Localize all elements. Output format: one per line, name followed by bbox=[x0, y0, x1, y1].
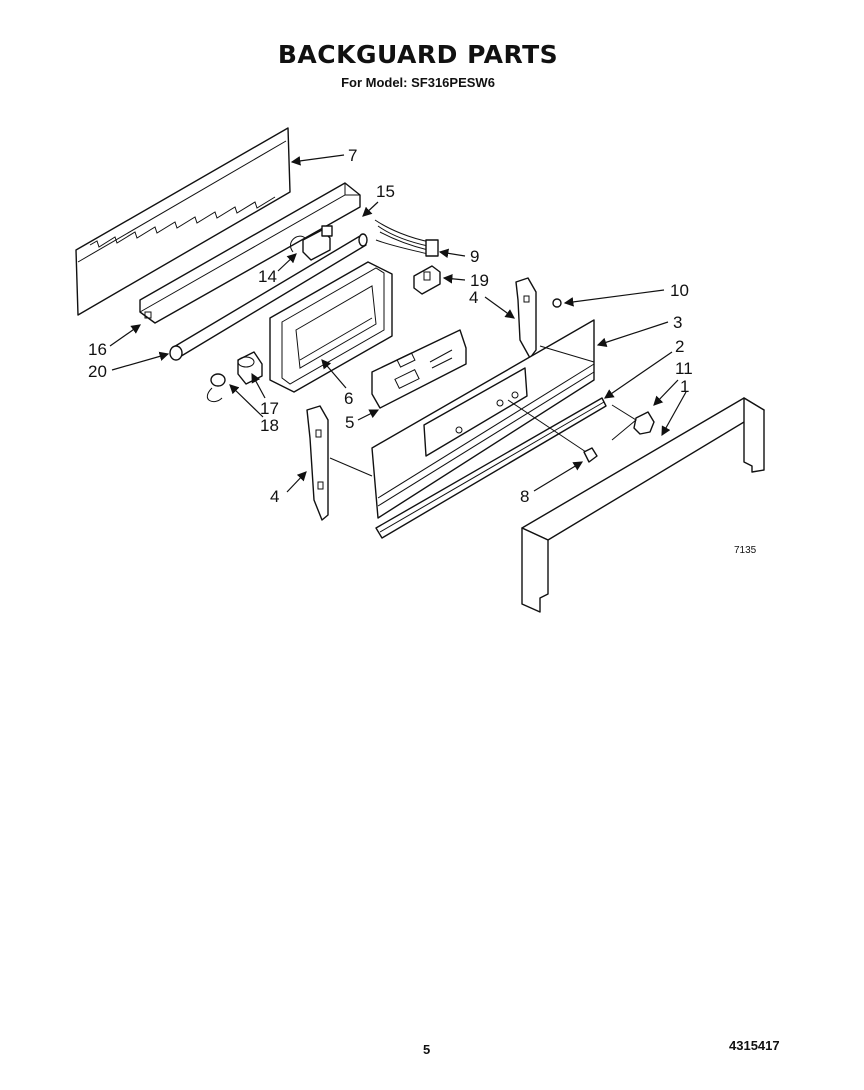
callout-20: 20 bbox=[88, 362, 107, 381]
diagram-code: 7135 bbox=[734, 545, 757, 556]
part-7-rear-panel bbox=[75, 127, 291, 316]
part-3-control-panel bbox=[329, 319, 595, 519]
part-20-tube bbox=[169, 233, 368, 361]
part-18-ring bbox=[206, 373, 226, 403]
part-2-trim-strip bbox=[375, 397, 607, 539]
callout-19: 19 bbox=[470, 271, 489, 290]
page-number: 5 bbox=[423, 1042, 431, 1057]
callout-14: 14 bbox=[258, 267, 277, 286]
callout-18: 18 bbox=[260, 416, 279, 435]
callout-10: 10 bbox=[670, 281, 689, 300]
callout-11: 11 bbox=[675, 359, 693, 378]
callout-8: 8 bbox=[520, 487, 529, 506]
callout-9: 9 bbox=[470, 247, 479, 266]
part-6-lamp-housing bbox=[269, 261, 393, 393]
part-11-clip bbox=[611, 404, 655, 441]
page-title: BACKGUARD PARTS bbox=[277, 40, 559, 69]
callout-3: 3 bbox=[673, 313, 682, 332]
part-9-wire-harness bbox=[374, 219, 439, 257]
part-1-end-cap bbox=[521, 397, 765, 613]
document-number: 4315417 bbox=[729, 1038, 780, 1053]
part-10-button bbox=[552, 298, 562, 308]
leader-lines bbox=[109, 154, 687, 493]
part-17-starter bbox=[237, 351, 263, 385]
callout-1: 1 bbox=[680, 377, 689, 396]
callout-16: 16 bbox=[88, 340, 107, 359]
part-8-knob bbox=[507, 399, 598, 463]
callout-15: 15 bbox=[376, 182, 395, 201]
part-19-connector bbox=[413, 265, 441, 295]
part-4-right-bracket bbox=[515, 277, 537, 359]
callout-17: 17 bbox=[260, 399, 279, 418]
part-16-channel bbox=[139, 182, 361, 324]
callout-6: 6 bbox=[344, 389, 353, 408]
callout-4-right: 4 bbox=[469, 288, 478, 307]
model-subtitle: For Model: SF316PESW6 bbox=[341, 75, 495, 90]
callout-4-left: 4 bbox=[270, 487, 279, 506]
part-14-socket bbox=[290, 225, 333, 261]
callout-7: 7 bbox=[348, 146, 357, 165]
callout-5: 5 bbox=[345, 413, 354, 432]
part-5-clock-module bbox=[371, 329, 467, 409]
part-4-left-bracket bbox=[306, 405, 329, 521]
callout-2: 2 bbox=[675, 337, 684, 356]
